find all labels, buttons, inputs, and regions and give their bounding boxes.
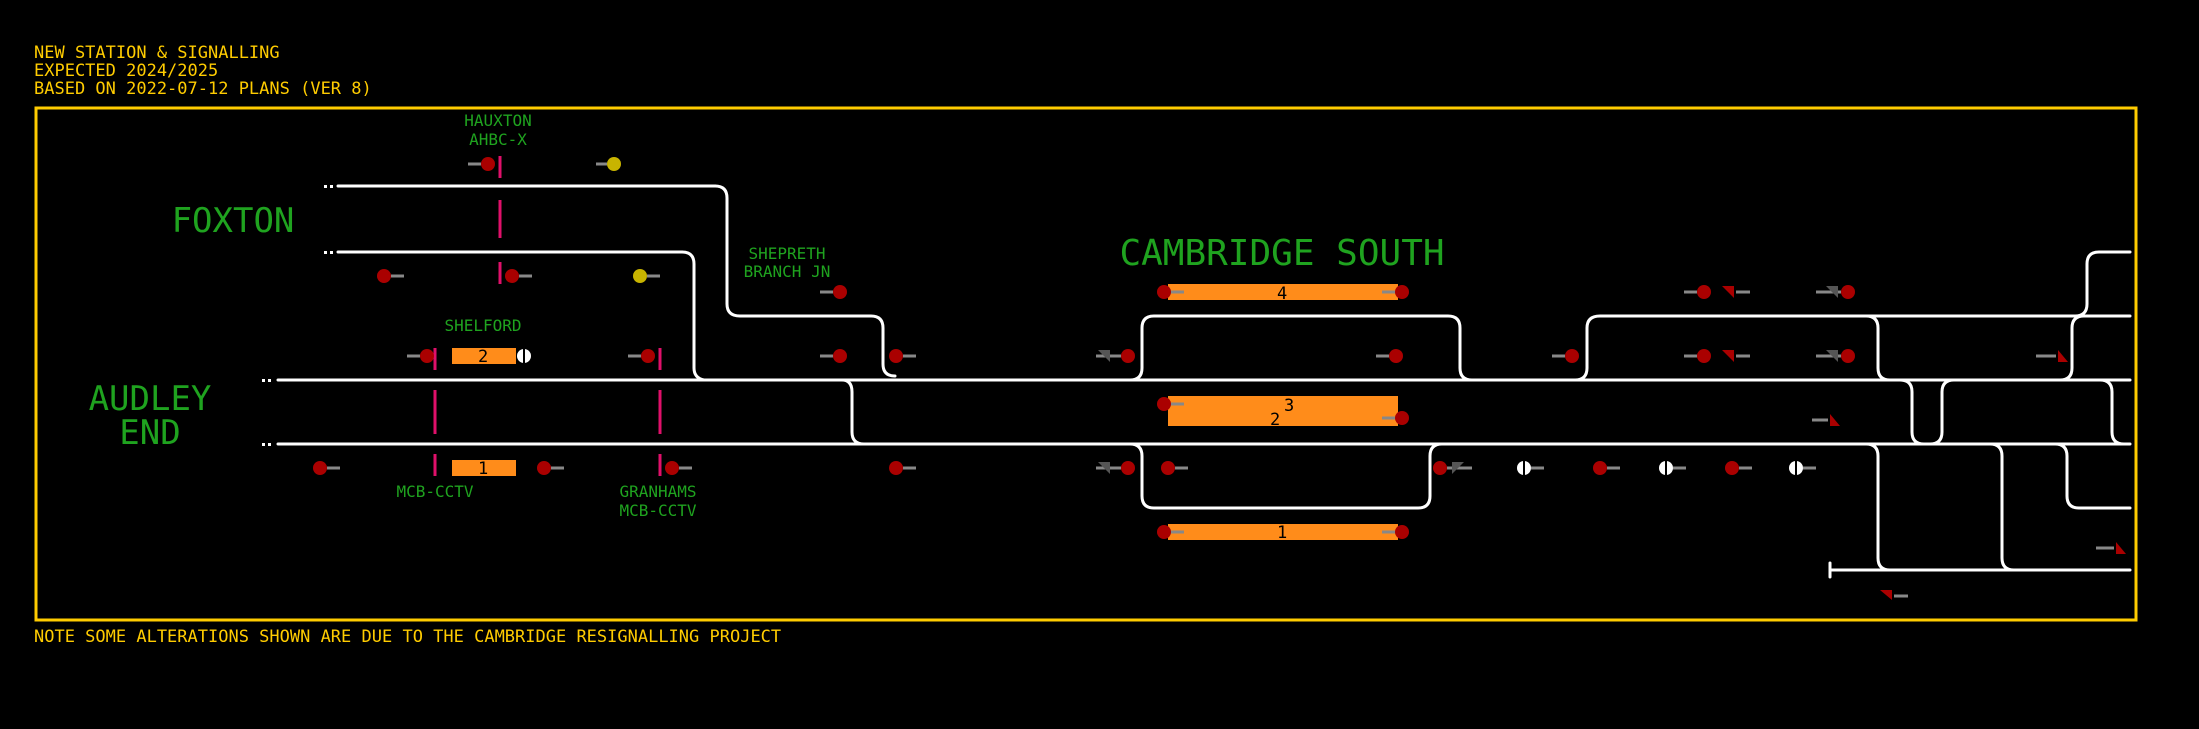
cs-p3-number: 3 xyxy=(1284,396,1294,416)
signal-icon xyxy=(633,269,660,283)
signal-icon xyxy=(820,285,847,299)
signal-icon xyxy=(665,461,692,475)
signal-icon xyxy=(505,269,532,283)
header-line-2: EXPECTED 2024/2025 xyxy=(34,61,219,81)
signal-icon xyxy=(628,349,655,363)
signal-icon xyxy=(2036,350,2068,362)
signal-icon xyxy=(1161,461,1188,475)
signal-icon xyxy=(1382,285,1409,299)
signal-icon xyxy=(596,157,621,171)
shelford-p2-number: 2 xyxy=(478,347,488,367)
diagram-frame xyxy=(34,106,2138,622)
audley-end-label-2: END xyxy=(119,413,180,453)
shelford-platform-2 xyxy=(452,348,516,364)
signal-icon xyxy=(1433,461,1472,475)
signal-icon xyxy=(1157,525,1184,539)
signal-icon xyxy=(1684,285,1711,299)
signals xyxy=(313,157,2126,600)
signal-icon xyxy=(1816,349,1855,363)
header-line-1: NEW STATION & SIGNALLING xyxy=(34,43,280,63)
signal-icon xyxy=(1880,590,1908,600)
level-crossings xyxy=(433,156,662,476)
line-ends xyxy=(262,185,333,446)
footer-note: NOTE SOME ALTERATIONS SHOWN ARE DUE TO T… xyxy=(34,627,782,647)
signal-icon xyxy=(1593,461,1620,475)
platforms xyxy=(452,284,1398,540)
hauxton-ahbc-label: AHBC-X xyxy=(469,130,527,149)
header-notes: NEW STATION & SIGNALLING EXPECTED 2024/2… xyxy=(34,44,372,98)
shunt-signal-icon xyxy=(517,349,531,363)
cs-platform-1 xyxy=(1168,524,1398,540)
shelford-label: SHELFORD xyxy=(444,316,521,335)
signal-icon xyxy=(889,349,916,363)
signal-icon xyxy=(1096,461,1135,475)
cs-p2-number: 2 xyxy=(1270,410,1280,430)
signal-icon xyxy=(407,349,434,363)
granhams-label: GRANHAMS xyxy=(619,482,696,501)
cs-island-platform xyxy=(1168,396,1398,426)
cambridge-south-label: CAMBRIDGE SOUTH xyxy=(1119,233,1444,274)
signal-icon xyxy=(1725,461,1752,475)
shelford-p1-number: 1 xyxy=(478,459,488,479)
signal-icon xyxy=(1552,349,1579,363)
signal-icon xyxy=(1157,397,1184,411)
track-lines xyxy=(276,184,2132,579)
audley-end-label-1: AUDLEY xyxy=(89,379,212,419)
signal-icon xyxy=(1684,349,1711,363)
signal-icon xyxy=(537,461,564,475)
signal-icon xyxy=(1722,286,1750,298)
shunt-signal-icon xyxy=(1659,461,1686,475)
header-line-3: BASED ON 2022-07-12 PLANS (VER 8) xyxy=(34,79,372,99)
mcb-cctv-label: MCB-CCTV xyxy=(396,482,473,501)
cs-p1-number: 1 xyxy=(1277,523,1287,543)
signal-icon xyxy=(313,461,340,475)
signal-icon xyxy=(1382,411,1409,425)
signal-icon xyxy=(1812,414,1840,426)
signal-icon xyxy=(1096,349,1135,363)
signal-icon xyxy=(468,157,495,171)
granhams-mcb-cctv-label: MCB-CCTV xyxy=(619,501,696,520)
signal-icon xyxy=(2096,542,2126,554)
shunt-signal-icon xyxy=(1517,461,1544,475)
signal-icon xyxy=(889,461,916,475)
signal-icon xyxy=(820,349,847,363)
foxton-label: FOXTON xyxy=(172,201,295,241)
shunt-signal-icon xyxy=(1789,461,1816,475)
signal-icon xyxy=(1816,285,1855,299)
shelford-platform-1 xyxy=(452,460,516,476)
signal-icon xyxy=(1722,350,1750,362)
signal-icon xyxy=(1157,285,1184,299)
signal-icon xyxy=(1376,349,1403,363)
signal-icon xyxy=(1382,525,1409,539)
signal-icon xyxy=(377,269,404,283)
cs-p4-number: 4 xyxy=(1277,284,1287,304)
cs-platform-4 xyxy=(1168,284,1398,300)
hauxton-label: HAUXTON xyxy=(464,111,531,130)
shepreth-label: SHEPRETH xyxy=(748,244,825,263)
branch-jn-label: BRANCH JN xyxy=(744,262,831,281)
